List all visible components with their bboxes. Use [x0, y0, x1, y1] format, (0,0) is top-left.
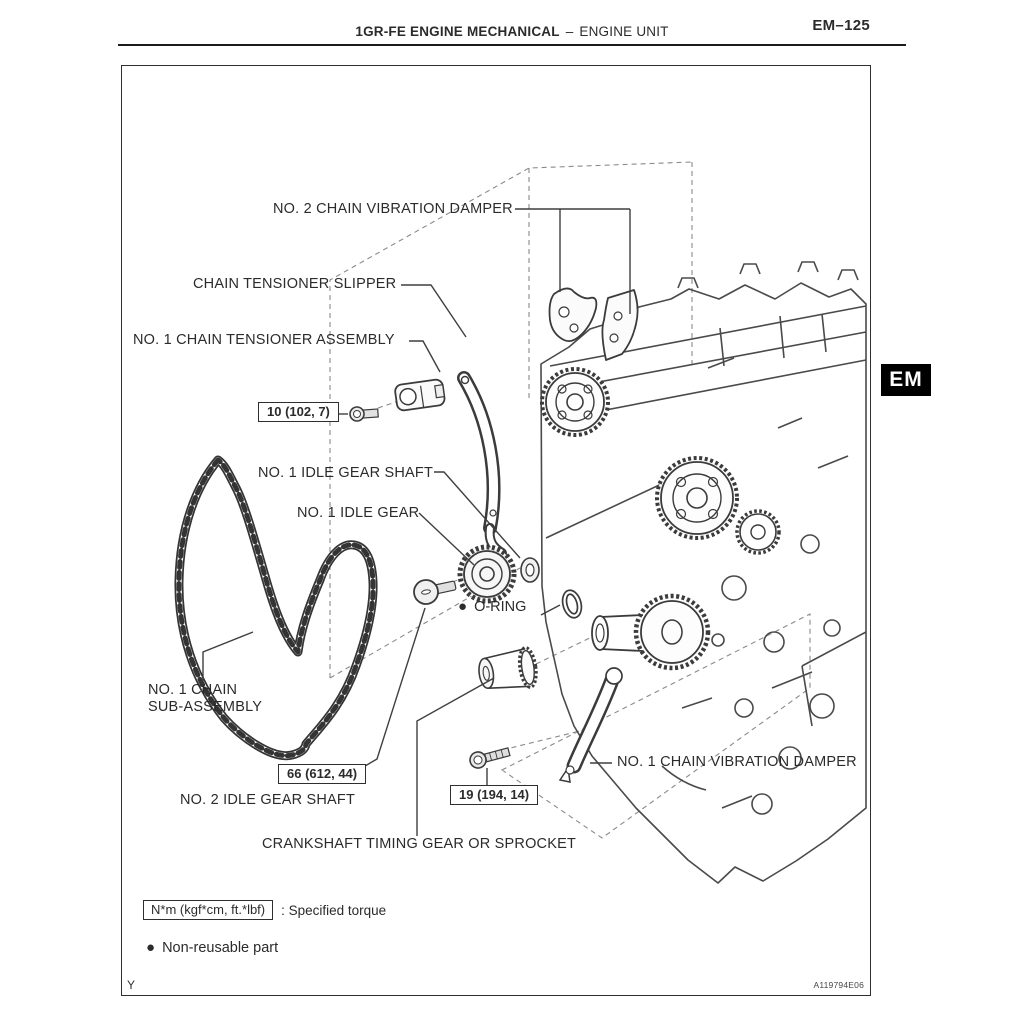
idle-gear-art [457, 544, 517, 604]
figure-frame: NO. 2 CHAIN VIBRATION DAMPER CHAIN TENSI… [121, 65, 871, 996]
camshaft-gears-art [540, 367, 781, 555]
damper-bolt-art [469, 747, 511, 769]
engine-block-art [540, 261, 867, 884]
section-thumb-tab: EM [881, 364, 931, 396]
footer-corner-mark: Y [127, 978, 136, 992]
torque-unit-box: N*m (kgf*cm, ft.*lbf) [143, 900, 274, 920]
callout-no1-chain-sub-assembly: NO. 1 CHAIN SUB-ASSEMBLY [148, 682, 262, 716]
callout-no1-chain-tensioner-assembly: NO. 1 CHAIN TENSIONER ASSEMBLY [133, 332, 395, 348]
callout-no2-idle-gear-shaft: NO. 2 IDLE GEAR SHAFT [180, 792, 356, 808]
callout-no1-idle-gear-shaft: NO. 1 IDLE GEAR SHAFT [258, 465, 434, 481]
subsection-title: ENGINE UNIT [579, 24, 669, 39]
crankshaft-timing-gear-art [478, 646, 538, 690]
idle-gear-collar-art [520, 557, 540, 583]
chain-tensioner-assembly-art [394, 378, 446, 412]
callout-o-ring: ● O-RING [458, 597, 527, 616]
chain-tensioner-slipper-art [457, 371, 507, 558]
callout-no2-chain-vibration-damper: NO. 2 CHAIN VIBRATION DAMPER [273, 201, 513, 217]
section-title: 1GR-FE ENGINE MECHANICAL [355, 24, 560, 39]
non-reusable-dot-icon: ● [146, 938, 156, 956]
o-ring-art [561, 589, 583, 619]
torque-unit-desc: : Specified torque [281, 902, 387, 918]
torque-spec-tensioner-bolt: 10 (102, 7) [258, 402, 339, 422]
non-reusable-dot-icon: ● [458, 597, 468, 615]
exploded-diagram-art [174, 161, 867, 884]
timing-chain-art [174, 455, 378, 761]
chain-sub-assembly-line2: SUB-ASSEMBLY [148, 699, 263, 716]
no1-vibration-damper-art [558, 667, 623, 783]
header-rule [118, 44, 906, 46]
o-ring-label: O-RING [474, 599, 527, 615]
callout-crankshaft-timing-gear: CRANKSHAFT TIMING GEAR OR SPROCKET [262, 836, 577, 852]
callout-chain-tensioner-slipper: CHAIN TENSIONER SLIPPER [193, 276, 397, 292]
crankshaft-nose-art [591, 593, 711, 671]
title-separator: – [565, 24, 574, 39]
no2-vibration-damper-art [548, 287, 639, 361]
chain-sub-assembly-line1: NO. 1 CHAIN [148, 682, 238, 698]
legend-specified-torque: N*m (kgf*cm, ft.*lbf) : Specified torque [143, 900, 386, 920]
page-number: EM–125 [812, 17, 870, 34]
callout-no1-chain-vibration-damper: NO. 1 CHAIN VIBRATION DAMPER [617, 754, 857, 770]
non-reusable-label: Non-reusable part [162, 940, 279, 956]
callout-leader-lines [202, 208, 631, 836]
idle-gear-shaft-bolt-art [413, 579, 457, 605]
legend-non-reusable: ● Non-reusable part [146, 938, 279, 957]
figure-code: A119794E06 [813, 980, 864, 990]
torque-spec-idle-gear-shaft: 66 (612, 44) [278, 764, 367, 784]
torque-spec-damper-bolt: 19 (194, 14) [450, 785, 539, 805]
callout-no1-idle-gear: NO. 1 IDLE GEAR [297, 505, 420, 521]
page-header-title: 1GR-FE ENGINE MECHANICAL–ENGINE UNIT [0, 24, 1024, 39]
tensioner-bolt-art [349, 406, 379, 422]
